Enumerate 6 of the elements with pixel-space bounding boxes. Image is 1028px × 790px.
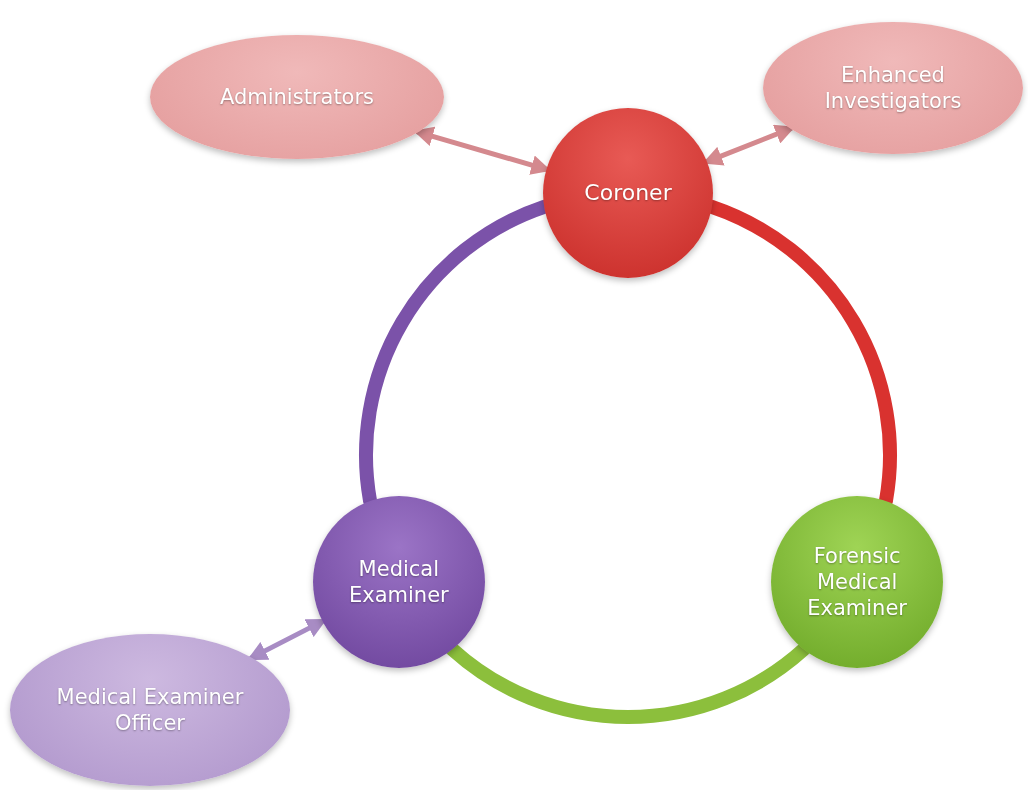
node-label: Medical Examiner xyxy=(347,555,450,609)
node-label: Forensic Medical Examiner xyxy=(806,542,908,622)
node-label: Enhanced Investigators xyxy=(823,61,963,115)
node-label: Administrators xyxy=(219,83,375,111)
node-label: Coroner xyxy=(584,179,672,207)
node-label: Medical Examiner Officer xyxy=(55,683,245,737)
